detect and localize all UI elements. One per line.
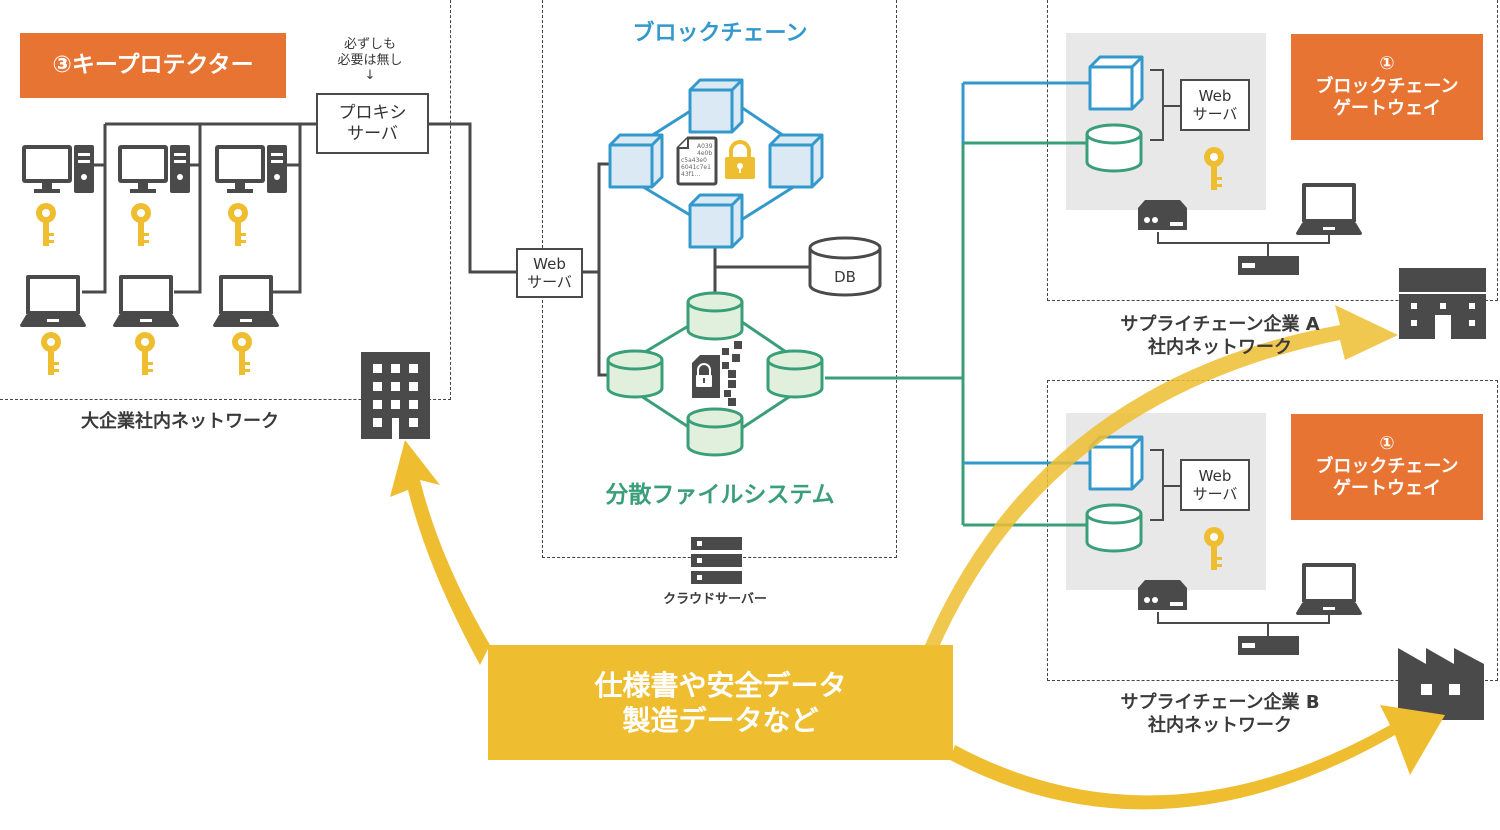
storage-node-icon [1085, 123, 1143, 173]
storage-node-icon [686, 291, 744, 341]
enterprise-network-caption: 大企業社内ネットワーク [81, 411, 279, 432]
database-icon [808, 236, 882, 297]
padlock-icon [725, 140, 755, 179]
company-building-icon [1399, 268, 1486, 339]
company-b-gateway-title: ① ブロックチェーン ゲートウェイ [1291, 414, 1483, 520]
bracket-connector [1150, 449, 1180, 521]
enterprise-network-lines [82, 122, 516, 294]
office-building-icon [361, 352, 430, 439]
svg-text:4e0b: 4e0b [697, 150, 712, 157]
desktop-computer-icon [22, 145, 94, 193]
key-icon [1204, 527, 1224, 570]
desktop-computer-icon [118, 145, 190, 193]
blockchain-title: ブロックチェーン [632, 21, 808, 46]
blockchain-node-icon [768, 133, 824, 189]
svg-text:c5a43e0: c5a43e0 [681, 157, 707, 164]
key-icon [135, 332, 155, 375]
network-device-icons-a [1138, 183, 1362, 275]
proxy-server-box: プロキシ サーバ [316, 93, 429, 154]
company-b-caption: サプライチェーン企業 B 社内ネットワーク [1120, 692, 1320, 737]
key-icon [41, 332, 61, 375]
cloud-server-caption: クラウドサーバー [663, 592, 767, 607]
svg-text:6041c7e1: 6041c7e1 [681, 164, 711, 171]
cloud-server-icon [691, 537, 742, 584]
key-icon [232, 332, 252, 375]
storage-node-icon [686, 407, 744, 457]
factory-icon [1398, 648, 1484, 720]
company-b-web-server-box: Web サーバ [1180, 459, 1250, 511]
enterprise-network-region [0, 0, 451, 400]
blockchain-node-icon [688, 78, 744, 134]
desktop-computer-icon [215, 145, 287, 193]
blockchain-node-icon [1088, 55, 1144, 111]
data-flow-label: 仕様書や安全データ 製造データなど [488, 645, 953, 760]
company-a-web-server-box: Web サーバ [1180, 79, 1250, 131]
laptop-icon [213, 275, 279, 327]
storage-node-icon [1085, 503, 1143, 553]
company-connection-lines [825, 81, 1090, 527]
blockchain-node-icon [1088, 435, 1144, 491]
company-b-region [1047, 380, 1498, 681]
company-a-region [1047, 0, 1498, 301]
key-icon [1204, 147, 1224, 190]
laptop-icon [113, 275, 179, 327]
data-flow-arrows [390, 305, 1445, 810]
network-device-icons-b [1138, 563, 1362, 655]
key-protector-title: ③キープロテクター [20, 33, 286, 98]
laptop-icon [20, 275, 86, 327]
encrypted-file-shards-icon [692, 341, 742, 406]
blockchain-node-icon [608, 133, 664, 189]
dfs-title: 分散ファイルシステム [605, 482, 835, 508]
blockchain-node-icon [688, 193, 744, 249]
storage-node-icon [606, 349, 664, 399]
key-icon [228, 203, 248, 246]
svg-text:A039: A039 [697, 143, 713, 150]
cloud-web-server-lines [582, 162, 810, 377]
storage-node-icon [766, 349, 824, 399]
proxy-note: 必ずしも 必要は無し ↓ [337, 37, 403, 84]
company-a-caption: サプライチェーン企業 A 社内ネットワーク [1120, 314, 1320, 359]
cloud-web-server-box: Web サーバ [516, 248, 583, 298]
key-icon [36, 203, 56, 246]
svg-text:43f1…: 43f1… [681, 171, 701, 178]
bracket-connector [1150, 69, 1180, 141]
hashed-document-icon: A039 4e0b c5a43e0 6041c7e1 43f1… [676, 136, 718, 186]
key-icon [131, 203, 151, 246]
company-a-gateway-title: ① ブロックチェーン ゲートウェイ [1291, 34, 1483, 140]
db-label: DB [834, 268, 856, 286]
